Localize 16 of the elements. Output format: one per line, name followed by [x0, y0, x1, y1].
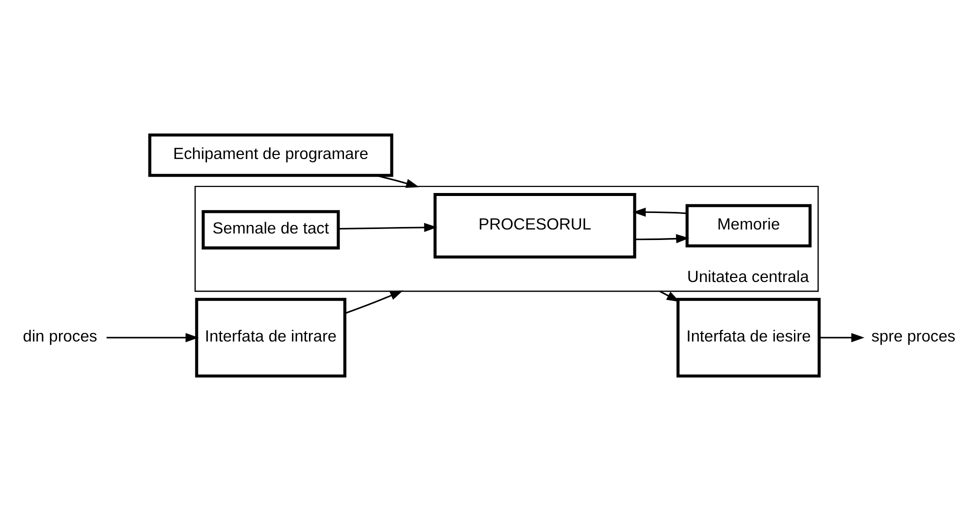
node-box: Echipament de programare	[148, 133, 393, 176]
arrow	[634, 234, 689, 243]
node-text: spre proces	[870, 326, 955, 345]
node-box: PROCESORUL	[433, 192, 636, 258]
node-box: Interfata de iesire	[676, 297, 820, 377]
arrow	[819, 332, 864, 342]
arrow	[374, 174, 419, 188]
node-text: din proces	[22, 326, 97, 345]
arrow	[344, 290, 403, 314]
arrow	[338, 222, 437, 232]
arrow	[658, 290, 680, 302]
arrow	[632, 207, 686, 216]
node-box: Memorie	[685, 204, 812, 247]
arrow	[106, 332, 198, 342]
node-box: Interfata de intrare	[194, 297, 346, 377]
node-box: Semnale de tact	[201, 210, 340, 249]
